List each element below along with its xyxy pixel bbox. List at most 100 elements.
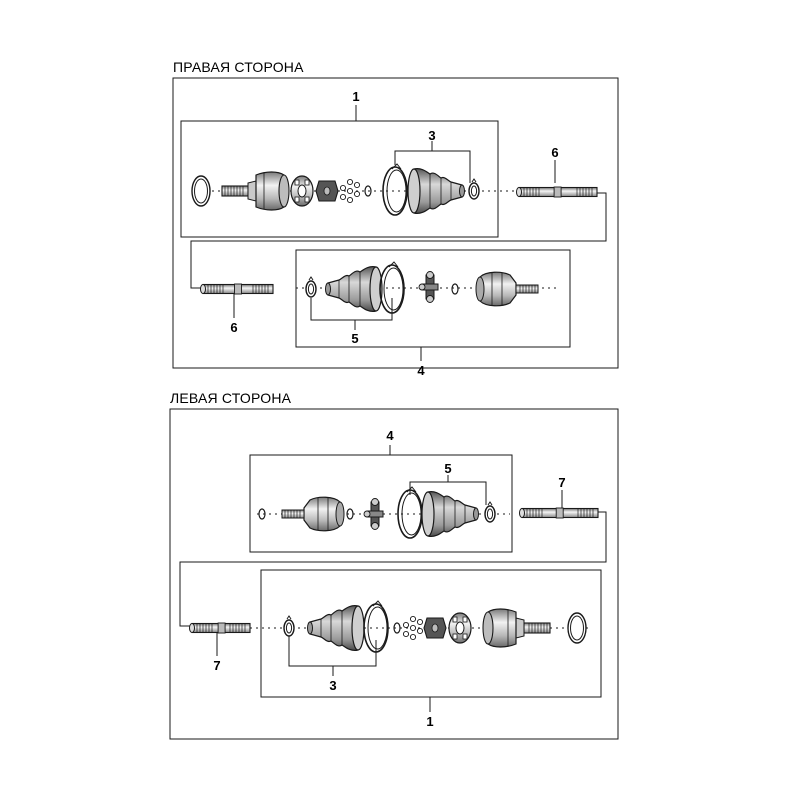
r-balls [339,178,361,204]
l-balls-ball [409,624,417,632]
r-balls-ball [346,196,354,204]
l-inner-boot-pos [421,491,479,537]
r-balls-ball [346,178,354,186]
r-shaft-top-end-a [516,187,522,197]
left-box-4-inner-joint [249,454,513,553]
l-tripod-spider-pos [363,498,384,530]
r-boot-body [413,168,463,214]
r-boot-big-end [407,168,421,214]
left-callout-1: 1 [426,714,433,729]
l-inner-boot-small-end [473,507,479,521]
r-balls-pos [339,178,361,204]
l-outer-joint-housing-bell-face [482,611,494,645]
l-ball-cage-window-4 [462,633,468,640]
left-callout-4: 4 [386,428,394,443]
r-inner-clamp-small-band [305,280,317,298]
l-inner-snap-ring [258,508,266,520]
r-inner-clamp-small-band-inner [307,283,315,295]
r-shaft-bottom-collar [234,283,242,295]
r-inner-race-pos [315,180,339,202]
left-box-1-outer-joint [260,569,602,698]
r-tripod-spider-roller-1 [426,271,434,279]
r-boot-clamp-small-band [468,182,480,200]
l-boot-clamp-big-band-inner [367,606,388,650]
l-inner-boot-big-end [421,491,435,537]
l-shaft-top-end-a [519,508,525,518]
right-bracket-5 [310,298,393,321]
l-shaft-top-pos [519,507,599,519]
l-tripod-housing-body [303,496,341,532]
r-inner-clamp-big-band [379,264,405,314]
r-shaft-top [516,186,598,198]
l-outer-joint-housing-pos [482,608,551,648]
r-balls-ball [339,184,347,192]
r-seal-ring-pos [191,175,211,207]
l-shaft-bottom-pos [189,622,251,634]
l-tripod-spider-roller-2 [371,522,379,530]
l-ball-cage-window-2 [462,616,468,623]
l-ball-cage-window-1 [452,616,458,623]
l-inner-snap-ring-pos [258,508,266,520]
r-inner-race [315,180,339,202]
r-inner-clamp-small [305,276,317,298]
l-ball-cage-window-3 [452,633,458,640]
r-inner-clamp-big-pos [379,261,405,314]
l-shaft-top [519,507,599,519]
l-tripod-spider-roller-1 [371,498,379,506]
r-ball-cage-window-3 [294,196,300,203]
l-balls [402,615,424,641]
l-inner-clamp-small-band-inner [486,508,494,520]
r-outer-joint-housing-stub [221,185,249,197]
r-shaft-bottom-pos [200,283,274,295]
l-inner-clamp-small [484,501,496,523]
left-route-line [179,511,607,627]
r-inner-clamp-small-tab [308,276,314,281]
left-callout-3: 3 [329,678,336,693]
l-tripod-spider [363,498,384,530]
r-boot-clamp-big [382,163,408,216]
l-inner-clamp-big-tab [406,486,417,493]
left-outer-frame [169,408,619,740]
r-shaft-bottom [200,283,274,295]
l-boot-clamp-big-tab [372,600,383,607]
r-tripod-housing-body [479,271,517,307]
l-boot-clamp-big-pos [363,600,389,653]
r-tripod-spider-roller-3 [418,283,426,291]
l-inner-clamp-big-band-inner [401,492,422,536]
l-inner-boot [421,491,479,537]
r-boot-small-end [459,184,465,198]
r-inner-boot-big-end [369,266,383,312]
left-callout-5: 5 [444,461,451,476]
r-outer-joint-housing-neck [247,180,257,202]
r-tripod-housing-open-end [475,276,485,302]
r-boot-clamp-small-tab [471,178,477,183]
l-inner-race-bore [431,623,439,633]
l-balls-ball [409,633,417,641]
r-balls-ball [346,187,354,195]
r-ball-cage-window-1 [294,179,300,186]
l-balls-ball [416,627,424,635]
l-inner-clamp-small-tab [487,501,493,506]
r-outer-joint-housing-pos [221,171,290,211]
l-boot [307,605,365,651]
right-callout-5: 5 [351,331,358,346]
l-boot-clamp-small-pos [283,615,295,637]
right-outer-frame [172,77,619,369]
l-ball-cage-bore [455,621,465,635]
r-boot-clamp-big-band-inner [386,169,407,213]
l-outer-joint-housing-stub [523,622,551,634]
l-tripod-housing [281,496,345,532]
r-boot-clamp-small [468,178,480,200]
r-balls-ball [339,193,347,201]
l-outer-snap-ring-ring [393,622,401,634]
right-callout-3: 3 [428,128,435,143]
l-balls-ball [416,618,424,626]
right-callout-6-top: 6 [551,145,558,160]
l-inner-race [423,617,447,639]
r-ball-cage [290,175,314,207]
r-seal-ring-outer [191,175,211,207]
l-outer-joint-housing [482,608,551,648]
r-tripod-spider-pos [418,271,439,303]
r-seal-ring [191,175,211,207]
